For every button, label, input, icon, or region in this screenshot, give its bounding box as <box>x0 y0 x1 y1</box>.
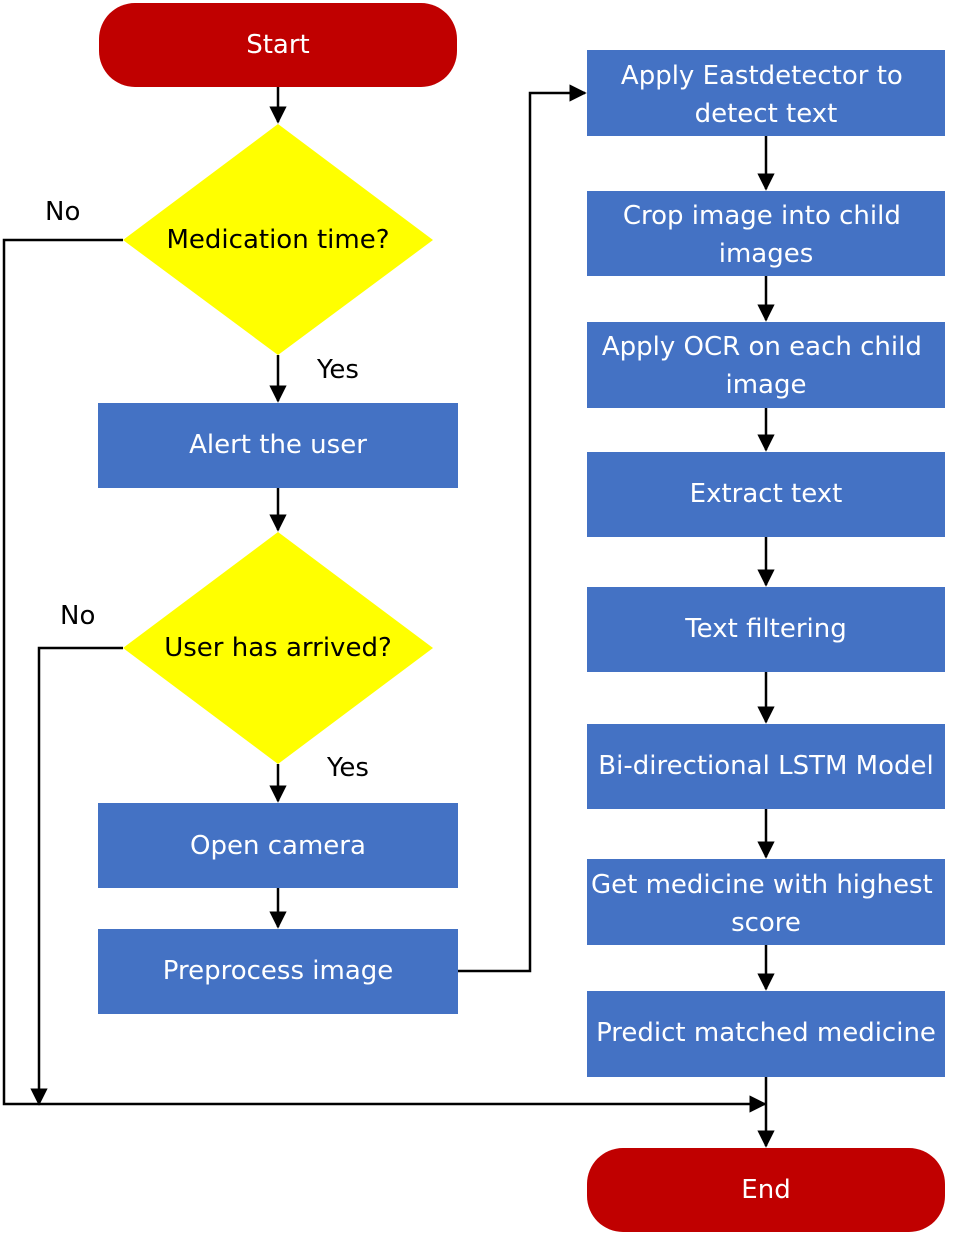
extract-text-box <box>587 452 945 537</box>
node-text-filtering: Text filtering <box>587 587 945 672</box>
node-alert-user: Alert the user <box>98 403 458 488</box>
end-terminal-shape <box>587 1148 945 1232</box>
node-start: Start <box>99 3 457 87</box>
predict-box <box>587 991 945 1077</box>
bilstm-box <box>587 724 945 809</box>
east-detector-line-2: detect text <box>695 99 838 129</box>
node-extract-text: Extract text <box>587 452 945 537</box>
no-label-arrived: No <box>60 601 95 631</box>
edge-preprocess-to-east <box>458 84 587 973</box>
crop-image-box <box>587 191 945 276</box>
connectors <box>2 84 775 1148</box>
crop-image-label: Crop image into child images <box>623 201 909 269</box>
east-detector-box <box>587 50 945 136</box>
node-preprocess: Preprocess image <box>98 929 458 1014</box>
node-highest-score: Get medicine with highest score <box>587 859 945 945</box>
no-label-medication: No <box>45 197 80 227</box>
yes-label-medication: Yes <box>316 355 359 385</box>
node-bilstm: Bi-directional LSTM Model <box>587 724 945 809</box>
extract-text-label: Extract text <box>690 479 843 509</box>
end-label: End <box>741 1175 790 1205</box>
preprocess-box <box>98 929 458 1014</box>
node-medication-time: Medication time? <box>123 124 433 355</box>
east-detector-label: Apply Eastdetector to detect text <box>621 61 911 129</box>
apply-ocr-line-1: Apply OCR on each child <box>602 332 922 362</box>
node-predict: Predict matched medicine <box>587 991 945 1077</box>
yes-label-arrived: Yes <box>326 753 369 783</box>
node-crop-image: Crop image into child images <box>587 191 945 276</box>
predict-label: Predict matched medicine <box>596 1018 936 1048</box>
medication-time-label: Medication time? <box>167 225 390 255</box>
node-user-arrived: User has arrived? <box>123 532 433 764</box>
highest-score-label: Get medicine with highest score <box>591 870 941 938</box>
node-open-camera: Open camera <box>98 803 458 888</box>
open-camera-box <box>98 803 458 888</box>
start-terminal-shape <box>99 3 457 87</box>
edge-medication-no-loop <box>2 238 767 1113</box>
highest-score-box <box>587 859 945 945</box>
edge-arrived-no-loop <box>30 646 123 1106</box>
highest-score-line-2: score <box>731 908 801 938</box>
highest-score-line-1: Get medicine with highest <box>591 870 933 900</box>
east-detector-line-1: Apply Eastdetector to <box>621 61 903 91</box>
crop-image-line-2: images <box>719 239 814 269</box>
medication-time-diamond <box>123 124 433 355</box>
apply-ocr-box <box>587 322 945 408</box>
alert-user-box <box>98 403 458 488</box>
user-arrived-diamond <box>123 532 433 764</box>
crop-image-line-1: Crop image into child <box>623 201 901 231</box>
open-camera-label: Open camera <box>190 831 366 861</box>
alert-user-label: Alert the user <box>189 430 367 460</box>
node-end: End <box>587 1148 945 1232</box>
user-arrived-label: User has arrived? <box>164 633 392 663</box>
start-label: Start <box>246 30 310 60</box>
node-east-detector: Apply Eastdetector to detect text <box>587 50 945 136</box>
bilstm-label: Bi-directional LSTM Model <box>598 751 933 781</box>
apply-ocr-label: Apply OCR on each child image <box>602 332 930 400</box>
apply-ocr-line-2: image <box>726 370 807 400</box>
text-filtering-label: Text filtering <box>684 614 847 644</box>
text-filtering-box <box>587 587 945 672</box>
preprocess-label: Preprocess image <box>163 956 394 986</box>
node-apply-ocr: Apply OCR on each child image <box>587 322 945 408</box>
